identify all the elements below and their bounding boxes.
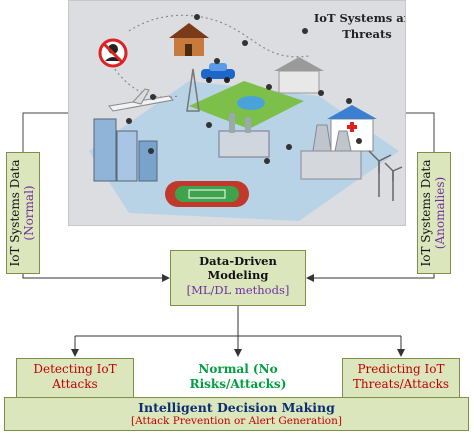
detecting-attacks-box: Detecting IoT Attacks (16, 358, 134, 400)
wind-turbine-icon (368, 150, 403, 201)
connector-right-modeling (306, 274, 435, 282)
normal-data-label: IoT Systems Data (8, 159, 23, 267)
shop-icon (274, 57, 324, 94)
anomaly-data-box: IoT Systems Data (Anomalies) (417, 152, 451, 274)
iot-city-scene (89, 14, 403, 221)
detecting-attacks-label: Detecting IoT Attacks (33, 362, 117, 391)
anomaly-data-label: IoT Systems Data (419, 159, 434, 267)
modeling-title: Data-Driven Modeling (199, 254, 277, 283)
car-icon (201, 63, 235, 83)
connector-hero-left (22, 112, 68, 152)
normal-data-qualifier: (Normal) (22, 185, 36, 241)
connector-hero-right (406, 112, 435, 152)
airplane-icon (108, 88, 175, 112)
factory-icon (218, 113, 270, 158)
decision-subtitle: [Attack Prevention or Alert Generation] (130, 415, 342, 427)
predicting-threats-box: Predicting IoT Threats/Attacks (342, 358, 460, 400)
normal-outcome-label: Normal (No Risks/Attacks) (189, 362, 287, 391)
normal-outcome-box: Normal (No Risks/Attacks) (170, 358, 306, 400)
illustration-title: IoT Systems and Threats (313, 11, 405, 41)
network-path (128, 14, 310, 58)
stadium-icon (165, 181, 249, 207)
iot-city-illustration: IoT Systems and Threats (68, 0, 406, 226)
predicting-threats-label: Predicting IoT Threats/Attacks (352, 362, 450, 391)
antenna-tower-icon (186, 68, 200, 112)
house-icon (169, 23, 209, 56)
intelligent-decision-box: Intelligent Decision Making [Attack Prev… (4, 397, 469, 431)
data-driven-modeling-box: Data-Driven Modeling [ML/DL methods] (170, 250, 306, 306)
decision-title: Intelligent Decision Making (138, 400, 335, 415)
normal-data-box: IoT Systems Data (Normal) (6, 152, 40, 274)
anomaly-data-qualifier: (Anomalies) (433, 176, 447, 250)
iot-sensor-icons (126, 14, 362, 164)
modeling-methods: [ML/DL methods] (186, 282, 290, 297)
park-pond (237, 96, 265, 110)
power-plant-icon (300, 124, 362, 180)
connector-left-modeling (22, 274, 170, 282)
